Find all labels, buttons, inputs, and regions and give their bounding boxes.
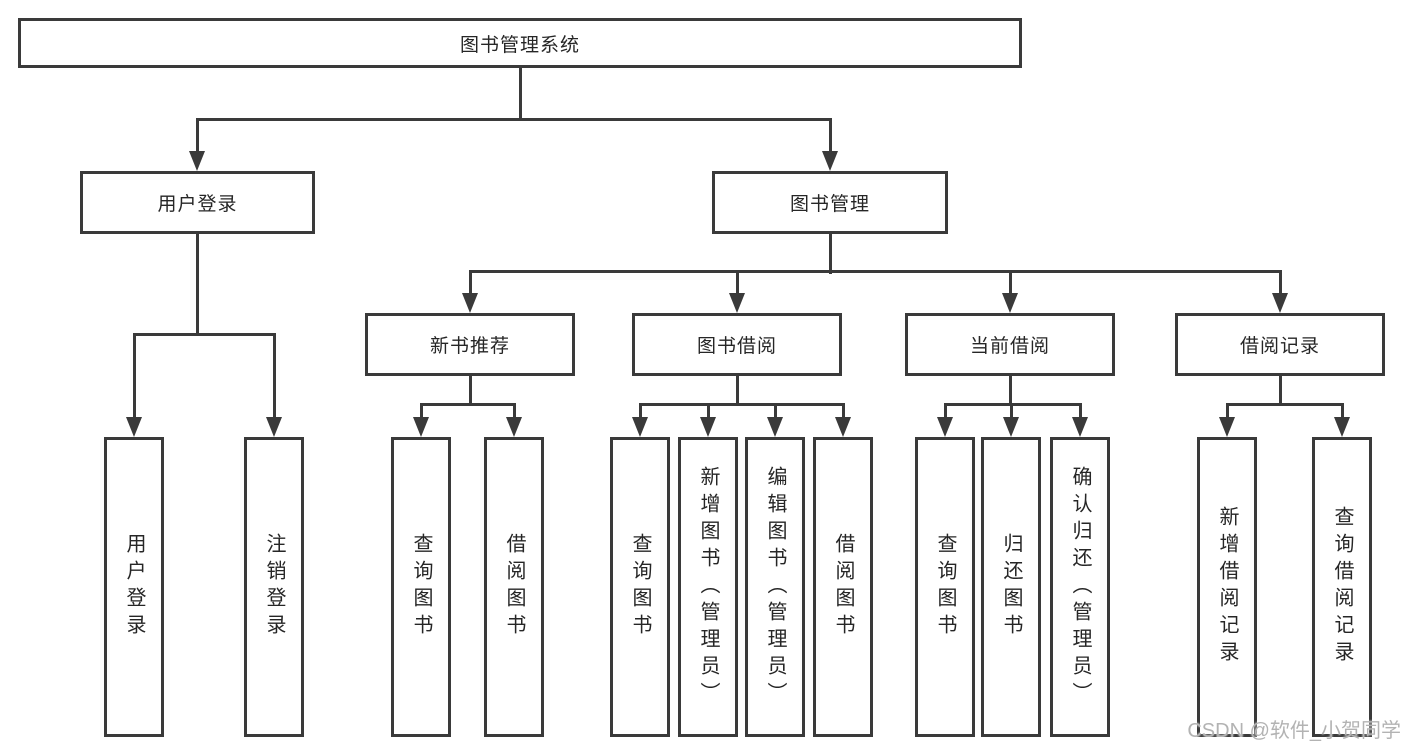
connector-line (829, 234, 832, 274)
node-label: 图书管理 (789, 194, 870, 215)
connector-line (736, 270, 739, 298)
connector-line (707, 403, 710, 421)
arrowhead-down-icon (413, 417, 429, 437)
arrowhead-down-icon (822, 151, 838, 171)
connector-line (639, 403, 845, 406)
connector-line (420, 403, 423, 421)
leaf-label: 用户登录 (123, 533, 145, 641)
arrowhead-down-icon (1072, 417, 1088, 437)
node-book-management: 图书管理 (712, 171, 948, 234)
leaf-borrowing-edit-books-admin: 编辑图书（管理员） (745, 437, 805, 737)
connector-line (1010, 403, 1013, 421)
connector-line (273, 333, 276, 421)
leaf-borrowing-query-books: 查询图书 (610, 437, 670, 737)
leaf-label: 查询借阅记录 (1331, 506, 1353, 668)
connector-line (1079, 403, 1082, 421)
leaf-label: 编辑图书（管理员） (764, 465, 786, 709)
arrowhead-down-icon (729, 293, 745, 313)
leaf-current-confirm-return-admin: 确认归还（管理员） (1050, 437, 1110, 737)
leaf-borrowing-add-books-admin: 新增图书（管理员） (678, 437, 738, 737)
arrowhead-down-icon (1219, 417, 1235, 437)
connector-line (469, 270, 1282, 273)
node-new-book-recommendation: 新书推荐 (365, 313, 575, 376)
leaf-label: 查询图书 (410, 533, 432, 641)
node-label: 用户登录 (157, 194, 238, 215)
connector-line (944, 403, 947, 421)
arrowhead-down-icon (189, 151, 205, 171)
leaf-records-query-borrow-record: 查询借阅记录 (1312, 437, 1372, 737)
node-user-login: 用户登录 (80, 171, 315, 234)
connector-line (1009, 270, 1012, 298)
arrowhead-down-icon (462, 293, 478, 313)
leaf-label: 确认归还（管理员） (1069, 465, 1091, 709)
connector-line (196, 118, 832, 121)
arrowhead-down-icon (1334, 417, 1350, 437)
leaf-label: 新增借阅记录 (1216, 506, 1238, 668)
arrowhead-down-icon (835, 417, 851, 437)
leaf-current-query-books: 查询图书 (915, 437, 975, 737)
arrowhead-down-icon (126, 417, 142, 437)
connector-line (519, 68, 522, 121)
leaf-label: 借阅图书 (503, 533, 525, 641)
arrowhead-down-icon (700, 417, 716, 437)
node-label: 当前借阅 (969, 336, 1050, 357)
leaf-current-return-books: 归还图书 (981, 437, 1041, 737)
leaf-newbook-borrow-books: 借阅图书 (484, 437, 544, 737)
connector-line (196, 118, 199, 154)
leaf-label: 注销登录 (263, 533, 285, 641)
connector-line (1226, 403, 1229, 421)
leaf-borrowing-borrow-books: 借阅图书 (813, 437, 873, 737)
csdn-watermark: CSDN @软件_小贺同学 (1187, 720, 1401, 742)
connector-line (1226, 403, 1344, 406)
connector-line (196, 234, 199, 336)
arrowhead-down-icon (767, 417, 783, 437)
connector-line (1009, 376, 1012, 406)
connector-line (420, 403, 516, 406)
leaf-newbook-query-books: 查询图书 (391, 437, 451, 737)
node-root-library-management-system: 图书管理系统 (18, 18, 1022, 68)
connector-line (639, 403, 642, 421)
arrowhead-down-icon (506, 417, 522, 437)
arrowhead-down-icon (937, 417, 953, 437)
node-borrowing-records: 借阅记录 (1175, 313, 1385, 376)
leaf-records-add-borrow-record: 新增借阅记录 (1197, 437, 1257, 737)
node-label: 借阅记录 (1239, 336, 1320, 357)
connector-line (829, 118, 832, 154)
leaf-label: 查询图书 (629, 533, 651, 641)
arrowhead-down-icon (1272, 293, 1288, 313)
connector-line (736, 376, 739, 406)
node-label: 新书推荐 (429, 336, 510, 357)
connector-line (774, 403, 777, 421)
arrowhead-down-icon (632, 417, 648, 437)
leaf-label: 借阅图书 (832, 533, 854, 641)
node-current-borrowing: 当前借阅 (905, 313, 1115, 376)
connector-line (842, 403, 845, 421)
node-label: 图书管理系统 (459, 34, 580, 56)
leaf-label: 归还图书 (1000, 533, 1022, 641)
connector-line (133, 333, 276, 336)
connector-line (1279, 376, 1282, 406)
connector-line (133, 333, 136, 421)
leaf-user-login: 用户登录 (104, 437, 164, 737)
connector-line (469, 376, 472, 406)
leaf-label: 查询图书 (934, 533, 956, 641)
arrowhead-down-icon (266, 417, 282, 437)
connector-line (1279, 270, 1282, 298)
connector-line (1341, 403, 1344, 421)
connector-line (469, 270, 472, 298)
connector-line (944, 403, 1082, 406)
arrowhead-down-icon (1003, 417, 1019, 437)
arrowhead-down-icon (1002, 293, 1018, 313)
leaf-logout-login: 注销登录 (244, 437, 304, 737)
node-book-borrowing: 图书借阅 (632, 313, 842, 376)
connector-line (513, 403, 516, 421)
leaf-label: 新增图书（管理员） (697, 465, 719, 709)
node-label: 图书借阅 (696, 336, 777, 357)
